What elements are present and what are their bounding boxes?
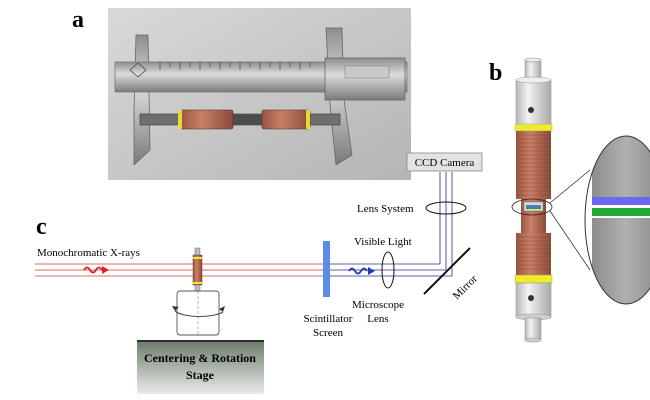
ccd-camera [406, 152, 483, 172]
label-stage-line1: Centering & Rotation [144, 351, 256, 365]
lens-system [425, 201, 467, 215]
callout-line-top [549, 169, 591, 204]
caliper-slider [324, 57, 406, 101]
label-lens-system: Lens System [357, 203, 414, 215]
inset-outline [584, 135, 650, 305]
label-ccd-camera: CCD Camera [415, 157, 475, 169]
cell-copper-coil-bottom [516, 233, 551, 275]
panel-label-a: a [72, 7, 84, 33]
cell-yellow-band-bottom [514, 274, 553, 284]
stage-sample-cell [192, 254, 203, 286]
cell-bottom-body [515, 282, 552, 318]
cell-bottom-screw [528, 295, 534, 301]
xray-wave-icon [83, 266, 103, 274]
visible-light-wave-icon [348, 267, 368, 275]
inset-magnified-view [585, 136, 650, 304]
inset-green-layer [592, 208, 650, 216]
label-microscope-line1: Microscope [352, 299, 404, 311]
visible-light-arrow-icon [368, 267, 375, 275]
rotation-arrow-icon [174, 310, 224, 317]
cell-coil-lines-top [516, 134, 551, 196]
label-monochromatic-xrays: Monochromatic X-rays [37, 247, 140, 259]
caliper-logo [129, 62, 147, 78]
panel-label-b: b [489, 60, 502, 86]
stage-base [137, 341, 264, 394]
xray-beam [35, 263, 326, 277]
optical-path [330, 172, 453, 277]
cell-yellow-band-top [514, 123, 553, 132]
caliper-scale [159, 62, 311, 70]
panel-b: b [489, 57, 650, 343]
label-stage-line2: Stage [186, 368, 215, 382]
label-mirror: Mirror [451, 273, 480, 302]
label-scintillator-line1: Scintillator [304, 313, 353, 325]
cell-copper-coil-top [516, 131, 551, 199]
cell-top-screw [528, 107, 534, 113]
caliper-cell-right-copper [261, 109, 311, 130]
cell-bottom-cap [524, 317, 542, 341]
label-visible-light: Visible Light [354, 236, 412, 248]
cell-top-body [515, 79, 552, 127]
callout-marker [511, 198, 553, 216]
callout-line-bottom [549, 210, 591, 271]
cell-coil-lines-bottom [516, 236, 551, 270]
label-microscope-line2: Lens [367, 313, 388, 325]
inset-blue-layer [592, 197, 650, 205]
caliper-cell-left-copper [179, 109, 234, 130]
panel-label-c: c [36, 214, 47, 240]
xray-arrow-icon [102, 266, 109, 274]
microscope-lens [381, 251, 395, 289]
panel-c: c Monochromatic X-rays Centering & Rotat… [35, 152, 483, 394]
panel-a: a [72, 7, 411, 180]
mirror [423, 247, 471, 295]
scintillator-screen [323, 241, 330, 297]
label-scintillator-line2: Screen [313, 327, 343, 339]
caliper-fixed-jaw [133, 34, 151, 166]
